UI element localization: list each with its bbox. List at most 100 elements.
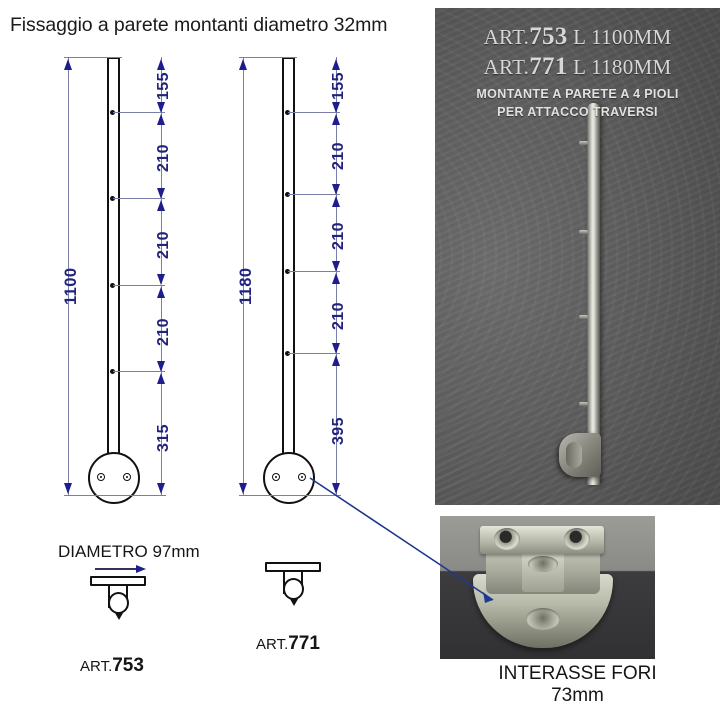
ext-line-bottom-753 — [64, 495, 166, 497]
ext-line-top-771 — [239, 57, 297, 59]
dim-line-seg-771 — [336, 112, 338, 194]
symbol-tip — [114, 613, 123, 620]
dim-line-seg-753 — [161, 371, 163, 495]
dim-arrow-up — [157, 287, 165, 298]
dim-arrow-up — [64, 59, 72, 70]
post-hole — [285, 192, 290, 197]
post-hole — [110, 110, 115, 115]
product-photo-post: ART.753 L 1100MM ART.771 L 1180MM MONTAN… — [435, 8, 720, 505]
art-label-771: ART.771 — [256, 633, 320, 655]
dim-arrow-up — [332, 196, 340, 207]
art-prefix-771: ART. — [256, 636, 289, 653]
dim-line-seg-771 — [336, 353, 338, 495]
post-hole — [110, 283, 115, 288]
dim-arrow-down — [157, 361, 165, 372]
dim-seg-753-3: 210 — [155, 231, 172, 259]
art-number-771: 771 — [288, 633, 320, 654]
ext-line-hole-771 — [288, 353, 340, 355]
dim-seg-771-5: 395 — [330, 417, 347, 445]
ext-line-hole-771 — [288, 112, 340, 114]
post-hole — [285, 269, 290, 274]
dim-line-total-771 — [243, 57, 245, 495]
dim-arrow-down — [157, 483, 165, 494]
dim-seg-753-2: 210 — [155, 144, 172, 172]
photo-post-stud — [579, 402, 588, 406]
side-view-symbol-771 — [265, 562, 321, 606]
art-prefix-753: ART. — [80, 658, 113, 675]
symbol-ball — [108, 592, 129, 614]
post-hole — [110, 369, 115, 374]
flange-bolt-hole — [272, 473, 280, 481]
dim-arrow-down — [64, 483, 72, 494]
photo-post-stud — [579, 230, 588, 234]
post-hole — [285, 351, 290, 356]
dim-total-771: 1180 — [237, 267, 255, 305]
photo-post-stud — [579, 141, 588, 145]
dim-arrow-up — [157, 114, 165, 125]
dim-seg-771-1: 155 — [330, 72, 347, 100]
dim-line-seg-771 — [336, 194, 338, 271]
symbol-plate — [265, 562, 321, 572]
dim-arrow-up — [157, 200, 165, 211]
bracket-caption-line-2: 73mm — [551, 685, 604, 707]
dim-arrow-up — [332, 114, 340, 125]
post-tube-753 — [107, 57, 120, 489]
diameter-arrow-line — [95, 568, 138, 570]
flange-bolt-hole — [97, 473, 105, 481]
photo-wall-bracket — [559, 433, 601, 477]
ext-line-hole-753 — [113, 198, 165, 200]
dim-arrow-down — [239, 483, 247, 494]
ext-line-top-753 — [64, 57, 122, 59]
dim-arrow-up — [157, 59, 165, 70]
bracket-caption: INTERASSE FORI 73mm — [435, 663, 720, 708]
dim-seg-753-4: 210 — [155, 318, 172, 346]
ext-line-hole-753 — [113, 112, 165, 114]
dim-seg-771-4: 210 — [330, 302, 347, 330]
photo-texture — [435, 8, 720, 505]
dim-arrow-down — [332, 261, 340, 272]
bracket-caption-line-1: INTERASSE FORI — [498, 663, 657, 684]
ext-line-hole-771 — [288, 271, 340, 273]
dim-line-total-753 — [68, 57, 70, 495]
product-photo-bracket — [440, 516, 655, 659]
bracket-screw — [564, 528, 590, 550]
dim-line-seg-753 — [161, 198, 163, 284]
dim-arrow-up — [332, 355, 340, 366]
dim-line-seg-753 — [161, 285, 163, 371]
dim-arrow-up — [239, 59, 247, 70]
art-label-753: ART.753 — [80, 655, 144, 677]
diameter-note: DIAMETRO 97mm — [58, 542, 200, 561]
dim-seg-771-3: 210 — [330, 222, 347, 250]
dim-arrow-down — [332, 483, 340, 494]
symbol-plate — [90, 576, 146, 586]
ext-line-hole-753 — [113, 285, 165, 287]
post-hole — [285, 110, 290, 115]
dim-line-seg-771 — [336, 57, 338, 113]
art-number-753: 753 — [112, 655, 144, 676]
photo-post-tube — [587, 103, 600, 485]
dim-arrow-down — [157, 274, 165, 285]
dim-arrow-up — [332, 273, 340, 284]
diameter-arrow-head — [136, 564, 146, 573]
dim-arrow-down — [157, 102, 165, 113]
ext-line-hole-753 — [113, 371, 165, 373]
ext-line-hole-771 — [288, 194, 340, 196]
bracket-lower-hole — [526, 608, 560, 630]
symbol-ball — [283, 578, 304, 600]
dim-seg-753-5: 315 — [155, 424, 172, 452]
dim-arrow-down — [332, 343, 340, 354]
photo-post-stud — [579, 315, 588, 319]
technical-drawing-panel: 1100 155 210 210 210 315 — [58, 57, 347, 677]
bracket-screw — [494, 528, 520, 550]
dim-total-753: 1100 — [62, 267, 80, 305]
dim-arrow-down — [157, 188, 165, 199]
dim-line-seg-771 — [336, 271, 338, 353]
dim-seg-753-1: 155 — [155, 72, 172, 100]
flange-bolt-hole — [123, 473, 131, 481]
side-view-symbol-753 — [90, 576, 146, 620]
dim-arrow-up — [157, 373, 165, 384]
dim-seg-771-2: 210 — [330, 142, 347, 170]
dim-arrow-down — [332, 184, 340, 195]
ext-line-bottom-771 — [239, 495, 341, 497]
